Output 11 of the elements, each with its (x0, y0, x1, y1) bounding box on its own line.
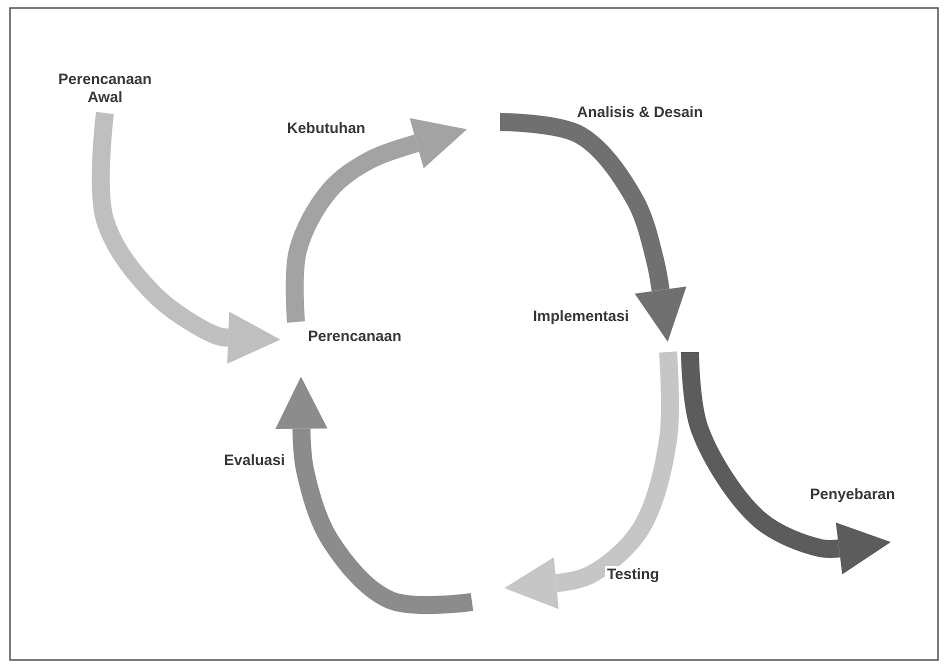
curved-arrow (92, 112, 280, 364)
curved-arrow (681, 352, 891, 574)
curved-arrow (504, 351, 679, 610)
edge-label: Penyebaran (808, 486, 898, 503)
stage-label: Perencanaan Awal (57, 71, 153, 107)
curved-arrow (286, 118, 467, 323)
curved-arrow (275, 376, 474, 614)
curved-arrow (500, 113, 686, 342)
stage-label: Perencanaan (308, 328, 402, 346)
edge-label: Testing (605, 566, 662, 583)
stage-label: Implementasi (533, 308, 629, 326)
